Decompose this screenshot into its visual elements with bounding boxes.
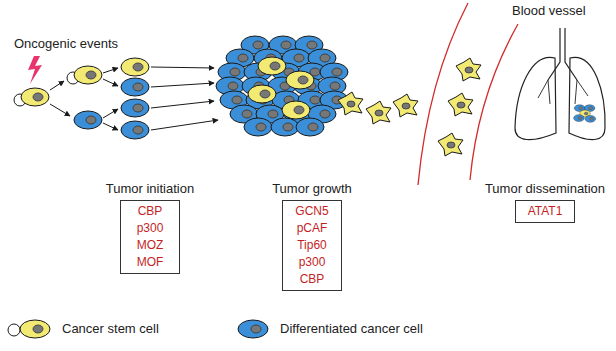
enzyme-list-box: GCN5pCAFTip60p300CBP [282,200,342,291]
annotation-label: Blood vessel [512,3,586,19]
enzyme-name: Tip60 [289,237,335,254]
legend-text: Differentiated cancer cell [280,321,423,337]
stage-heading: Tumor dissemination [484,181,606,197]
legend-swatch [4,318,60,340]
enzyme-list-box: CBPp300MOZMOF [120,200,180,274]
legend-swatch [222,318,278,340]
annotation-label: Oncogenic events [14,36,118,52]
blood-vessel [418,3,518,185]
enzyme-name: CBP [127,203,173,220]
tumor-mass [216,36,348,136]
enzyme-name: ATAT1 [522,203,568,220]
enzyme-name: GCN5 [289,203,335,220]
stage-box: Tumor initiationCBPp300MOZMOF [105,181,195,274]
enzyme-name: p300 [127,220,173,237]
lightning-symbol [28,56,42,84]
stage-box: Tumor growthGCN5pCAFTip60p300CBP [271,181,353,291]
enzyme-name: MOZ [127,237,173,254]
enzyme-name: CBP [289,271,335,288]
enzyme-name: p300 [289,254,335,271]
enzyme-name: MOF [127,254,173,271]
stage-heading: Tumor initiation [105,181,195,197]
legend-text: Cancer stem cell [62,321,159,337]
lung-icon [515,28,605,140]
enzyme-list-box: ATAT1 [515,200,575,223]
stage-heading: Tumor growth [271,181,353,197]
stage-box: Tumor disseminationATAT1 [484,181,606,223]
enzyme-name: pCAF [289,220,335,237]
